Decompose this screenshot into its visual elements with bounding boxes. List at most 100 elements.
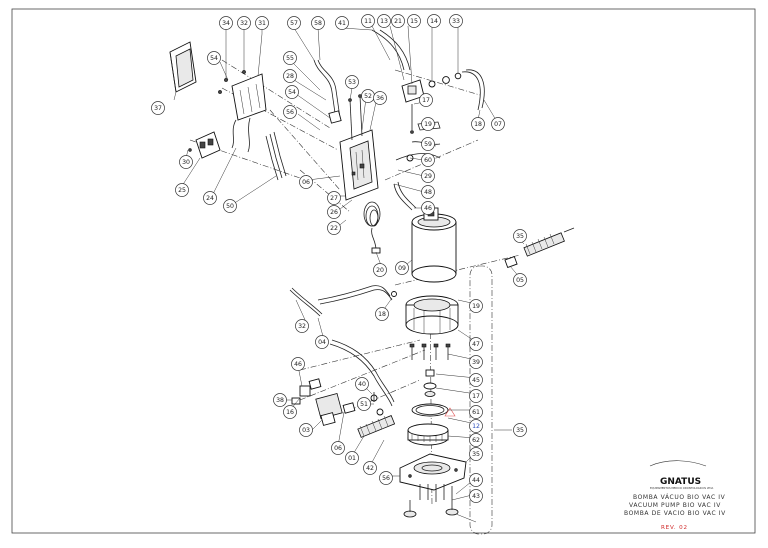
callout-label: 54 xyxy=(210,55,218,62)
callout-label: 45 xyxy=(472,377,480,384)
callout-12: 12 xyxy=(469,419,483,433)
callout-03: 03 xyxy=(299,423,313,437)
callout-17: 17 xyxy=(469,389,483,403)
callout-label: 18 xyxy=(474,121,482,128)
callout-label: 40 xyxy=(358,381,366,388)
title-line-en: VACUUM PUMP BIO VAC IV xyxy=(629,502,721,509)
callout-circle xyxy=(335,16,349,30)
callout-circle xyxy=(345,451,359,465)
callout-label: 16 xyxy=(286,409,294,416)
callout-label: 17 xyxy=(422,97,430,104)
callout-circle xyxy=(283,405,297,419)
callout-circle xyxy=(513,423,527,437)
spring-hose-09 xyxy=(504,227,575,269)
terminal-block xyxy=(218,33,267,121)
callout-label: 05 xyxy=(516,277,524,284)
logo-swoosh-icon xyxy=(649,460,707,467)
callout-circle xyxy=(449,14,463,28)
callout-05: 05 xyxy=(513,273,527,287)
feet-43 xyxy=(403,500,459,518)
callout-circle xyxy=(345,75,359,89)
callout-26: 26 xyxy=(327,205,341,219)
callout-22: 22 xyxy=(327,221,341,235)
cover-box-07 xyxy=(169,41,197,93)
callout-35: 35 xyxy=(513,229,527,243)
callout-label: 56 xyxy=(286,109,294,116)
callout-18: 18 xyxy=(471,117,485,131)
callout-circle xyxy=(375,307,389,321)
callout-circle xyxy=(379,471,393,485)
callout-label: 34 xyxy=(222,20,230,27)
callout-circle xyxy=(469,299,483,313)
callout-45: 45 xyxy=(469,373,483,387)
callout-label: 46 xyxy=(424,205,432,212)
callout-label: 43 xyxy=(472,493,480,500)
callout-label: 52 xyxy=(364,93,372,100)
callout-label: 01 xyxy=(348,455,356,462)
callout-circle xyxy=(331,441,345,455)
callout-46: 46 xyxy=(421,201,435,215)
callout-circle xyxy=(469,489,483,503)
callout-circle xyxy=(179,155,193,169)
callout-label: 04 xyxy=(318,339,326,346)
callout-circle xyxy=(291,357,305,371)
callout-46: 46 xyxy=(291,357,305,371)
callout-label: 06 xyxy=(302,179,310,186)
callout-35: 35 xyxy=(513,423,527,437)
callout-label: 32 xyxy=(298,323,306,330)
callout-label: 47 xyxy=(472,341,480,348)
callout-38: 38 xyxy=(273,393,287,407)
callout-24: 24 xyxy=(203,191,217,205)
hoses-left xyxy=(289,285,397,407)
callout-34: 34 xyxy=(219,16,233,30)
pump-housing-04 xyxy=(405,295,459,335)
callout-label: 03 xyxy=(302,427,310,434)
callout-label: 53 xyxy=(348,79,356,86)
callout-31: 31 xyxy=(255,16,269,30)
callout-40: 40 xyxy=(355,377,369,391)
callout-label: 55 xyxy=(286,55,294,62)
callout-circle xyxy=(469,433,483,447)
callout-label: 41 xyxy=(338,20,346,27)
callout-label: 60 xyxy=(424,157,432,164)
callout-circle xyxy=(491,117,505,131)
callout-25: 25 xyxy=(175,183,189,197)
callout-43: 43 xyxy=(469,489,483,503)
callout-label: 19 xyxy=(424,121,432,128)
callout-label: 31 xyxy=(258,20,266,27)
callout-circle xyxy=(427,14,441,28)
callout-circle xyxy=(469,337,483,351)
callout-53: 53 xyxy=(345,75,359,89)
callout-label: 54 xyxy=(288,89,296,96)
valve-assembly xyxy=(371,29,485,134)
callout-label: 27 xyxy=(330,195,338,202)
callout-41: 41 xyxy=(335,16,349,30)
callout-label: 28 xyxy=(286,73,294,80)
title-block: GNATUS EQUIPAMENTOS MEDICO ODONTOLOGICOS… xyxy=(624,460,726,531)
callout-label: 62 xyxy=(472,437,480,444)
callout-label: 15 xyxy=(410,18,418,25)
callout-label: 35 xyxy=(516,427,524,434)
callout-label: 59 xyxy=(424,141,432,148)
callout-circle xyxy=(299,175,313,189)
callout-circle xyxy=(357,397,371,411)
callout-circle xyxy=(469,419,483,433)
callout-circle xyxy=(469,389,483,403)
callout-label: 61 xyxy=(472,409,480,416)
callout-label: 44 xyxy=(472,477,480,484)
callout-circle xyxy=(283,51,297,65)
callout-label: 12 xyxy=(472,423,480,430)
revision-label: REV. 02 xyxy=(661,525,688,531)
callout-label: 14 xyxy=(430,18,438,25)
callout-label: 46 xyxy=(294,361,302,368)
callout-circle xyxy=(361,14,375,28)
callout-label: 50 xyxy=(226,203,234,210)
relay-30 xyxy=(188,131,221,159)
callout-11: 11 xyxy=(361,14,375,28)
base-plate xyxy=(399,453,467,491)
callout-circle xyxy=(421,201,435,215)
callout-57: 57 xyxy=(287,16,301,30)
callout-circle xyxy=(391,14,405,28)
impeller-03 xyxy=(407,423,449,446)
